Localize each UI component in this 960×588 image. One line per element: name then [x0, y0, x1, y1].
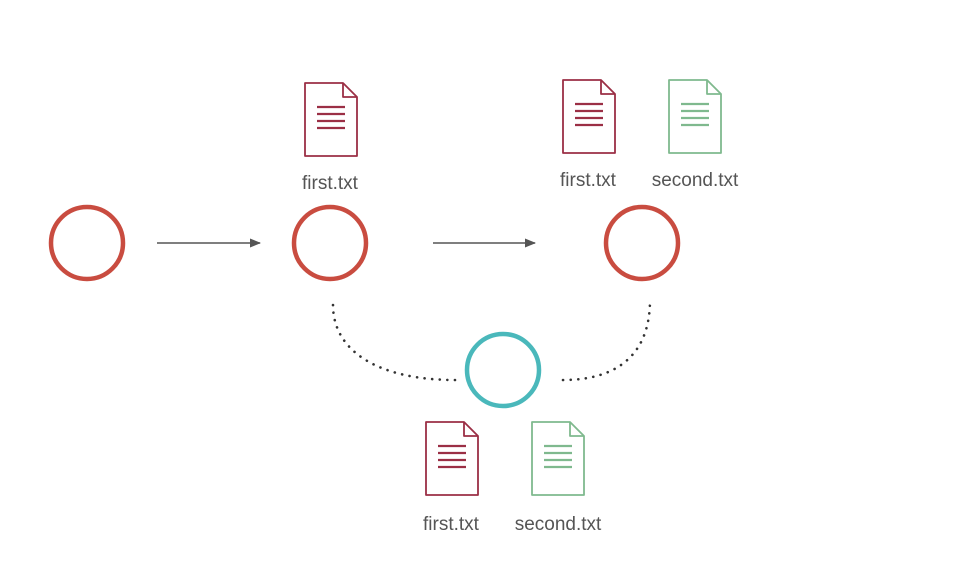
stash-node — [464, 331, 542, 409]
document-icon — [304, 82, 358, 157]
document-icon — [425, 421, 479, 496]
file-label: first.txt — [302, 173, 359, 194]
commit-node-3 — [603, 204, 681, 282]
dotted-link-stash-commit3 — [561, 298, 652, 382]
commit-node-1 — [48, 204, 126, 282]
document-icon — [562, 79, 616, 154]
document-icon — [668, 79, 722, 154]
file-label: second.txt — [515, 514, 602, 535]
file-label: first.txt — [423, 514, 480, 535]
commit-node-2 — [291, 204, 369, 282]
document-icon — [531, 421, 585, 496]
dotted-link-commit2-stash — [331, 303, 457, 382]
file-label: first.txt — [560, 170, 617, 191]
file-label: second.txt — [652, 170, 739, 191]
